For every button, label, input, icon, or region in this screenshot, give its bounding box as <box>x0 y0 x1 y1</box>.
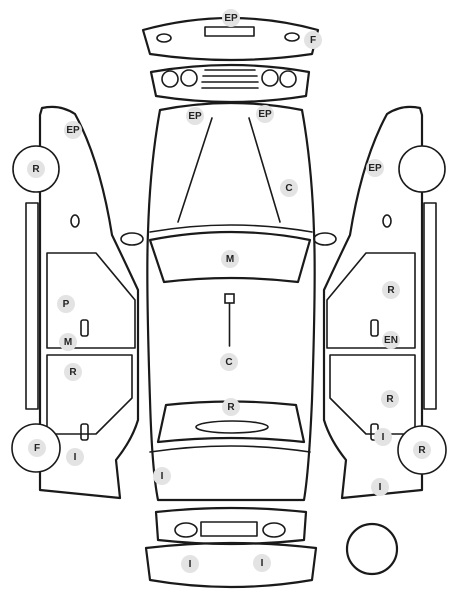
damage-marker-left-front-door[interactable]: P <box>57 295 75 313</box>
spare-wheel[interactable] <box>345 522 399 576</box>
marker-badge <box>59 333 77 351</box>
marker-badge <box>28 439 46 457</box>
marker-code: R <box>227 402 235 413</box>
marker-badge <box>382 331 400 349</box>
marker-badge <box>222 398 240 416</box>
damage-marker-rear-bumper-right[interactable]: I <box>253 554 271 572</box>
marker-code: EP <box>258 109 272 120</box>
marker-code: C <box>285 183 292 194</box>
damage-marker-right-rear-door[interactable]: R <box>381 390 399 408</box>
damage-marker-roof-center[interactable]: C <box>220 353 238 371</box>
right-side-view[interactable] <box>322 105 447 500</box>
damage-marker-left-rear-quarter[interactable]: I <box>66 448 84 466</box>
damage-marker-front-bumper-right[interactable]: F <box>304 31 322 49</box>
damage-marker-trunk-left[interactable]: I <box>153 467 171 485</box>
marker-badge <box>381 390 399 408</box>
marker-code: I <box>379 482 382 493</box>
marker-badge <box>256 105 274 123</box>
marker-code: EP <box>188 111 202 122</box>
front-grille[interactable] <box>149 63 311 104</box>
marker-badge <box>222 9 240 27</box>
marker-badge <box>413 441 431 459</box>
marker-code: R <box>69 367 77 378</box>
marker-badge <box>366 159 384 177</box>
marker-code: I <box>74 452 77 463</box>
marker-badge <box>186 107 204 125</box>
marker-code: R <box>386 394 394 405</box>
marker-badge <box>220 353 238 371</box>
damage-marker-right-rear-wheel[interactable]: R <box>413 441 431 459</box>
marker-code: M <box>64 337 72 348</box>
marker-code: EP <box>368 163 382 174</box>
marker-badge <box>221 250 239 268</box>
marker-badge <box>66 448 84 466</box>
damage-marker-left-rear-wheel[interactable]: F <box>28 439 46 457</box>
marker-badge <box>280 179 298 197</box>
marker-badge <box>64 121 82 139</box>
marker-code: R <box>32 164 40 175</box>
marker-code: R <box>387 285 395 296</box>
damage-markers: EP F EP EP C M C R I I I EP R P M R F I EP R EN R I R I <box>27 9 431 573</box>
marker-badge <box>64 363 82 381</box>
damage-marker-rear-bumper-left[interactable]: I <box>181 555 199 573</box>
damage-marker-roof[interactable]: M <box>221 250 239 268</box>
damage-marker-right-front-door[interactable]: R <box>382 281 400 299</box>
damage-marker-left-rear-door[interactable]: R <box>64 363 82 381</box>
marker-code: F <box>310 35 316 46</box>
marker-badge <box>27 160 45 178</box>
rear-lights[interactable] <box>154 506 308 546</box>
damage-marker-front-bumper-top[interactable]: EP <box>222 9 240 27</box>
marker-code: I <box>161 471 164 482</box>
car-body-top-view[interactable] <box>120 101 337 502</box>
marker-code: I <box>261 558 264 569</box>
marker-code: I <box>382 432 385 443</box>
marker-code: R <box>418 445 426 456</box>
marker-badge <box>382 281 400 299</box>
marker-code: F <box>34 443 40 454</box>
marker-badge <box>371 478 389 496</box>
marker-badge <box>374 428 392 446</box>
marker-code: EP <box>66 125 80 136</box>
marker-code: M <box>226 254 234 265</box>
marker-code: EN <box>384 335 398 346</box>
marker-badge <box>304 31 322 49</box>
marker-badge <box>153 467 171 485</box>
marker-badge <box>57 295 75 313</box>
damage-marker-left-front-wheel[interactable]: R <box>27 160 45 178</box>
marker-code: C <box>225 357 232 368</box>
damage-marker-windshield-right[interactable]: EP <box>256 105 274 123</box>
rear-bumper[interactable] <box>144 541 318 589</box>
damage-marker-right-rear-quarter[interactable]: I <box>371 478 389 496</box>
damage-marker-right-rear-handle[interactable]: I <box>374 428 392 446</box>
marker-badge <box>253 554 271 572</box>
damage-marker-left-front-door-lower[interactable]: M <box>59 333 77 351</box>
marker-code: EP <box>224 13 238 24</box>
damage-marker-right-front-door-lower[interactable]: EN <box>382 331 400 349</box>
damage-marker-right-fender-top[interactable]: EP <box>366 159 384 177</box>
damage-marker-windshield-center[interactable]: C <box>280 179 298 197</box>
damage-marker-left-fender-top[interactable]: EP <box>64 121 82 139</box>
damage-marker-windshield-left[interactable]: EP <box>186 107 204 125</box>
damage-marker-rear-window[interactable]: R <box>222 398 240 416</box>
marker-badge <box>181 555 199 573</box>
marker-code: P <box>63 299 70 310</box>
marker-code: I <box>189 559 192 570</box>
